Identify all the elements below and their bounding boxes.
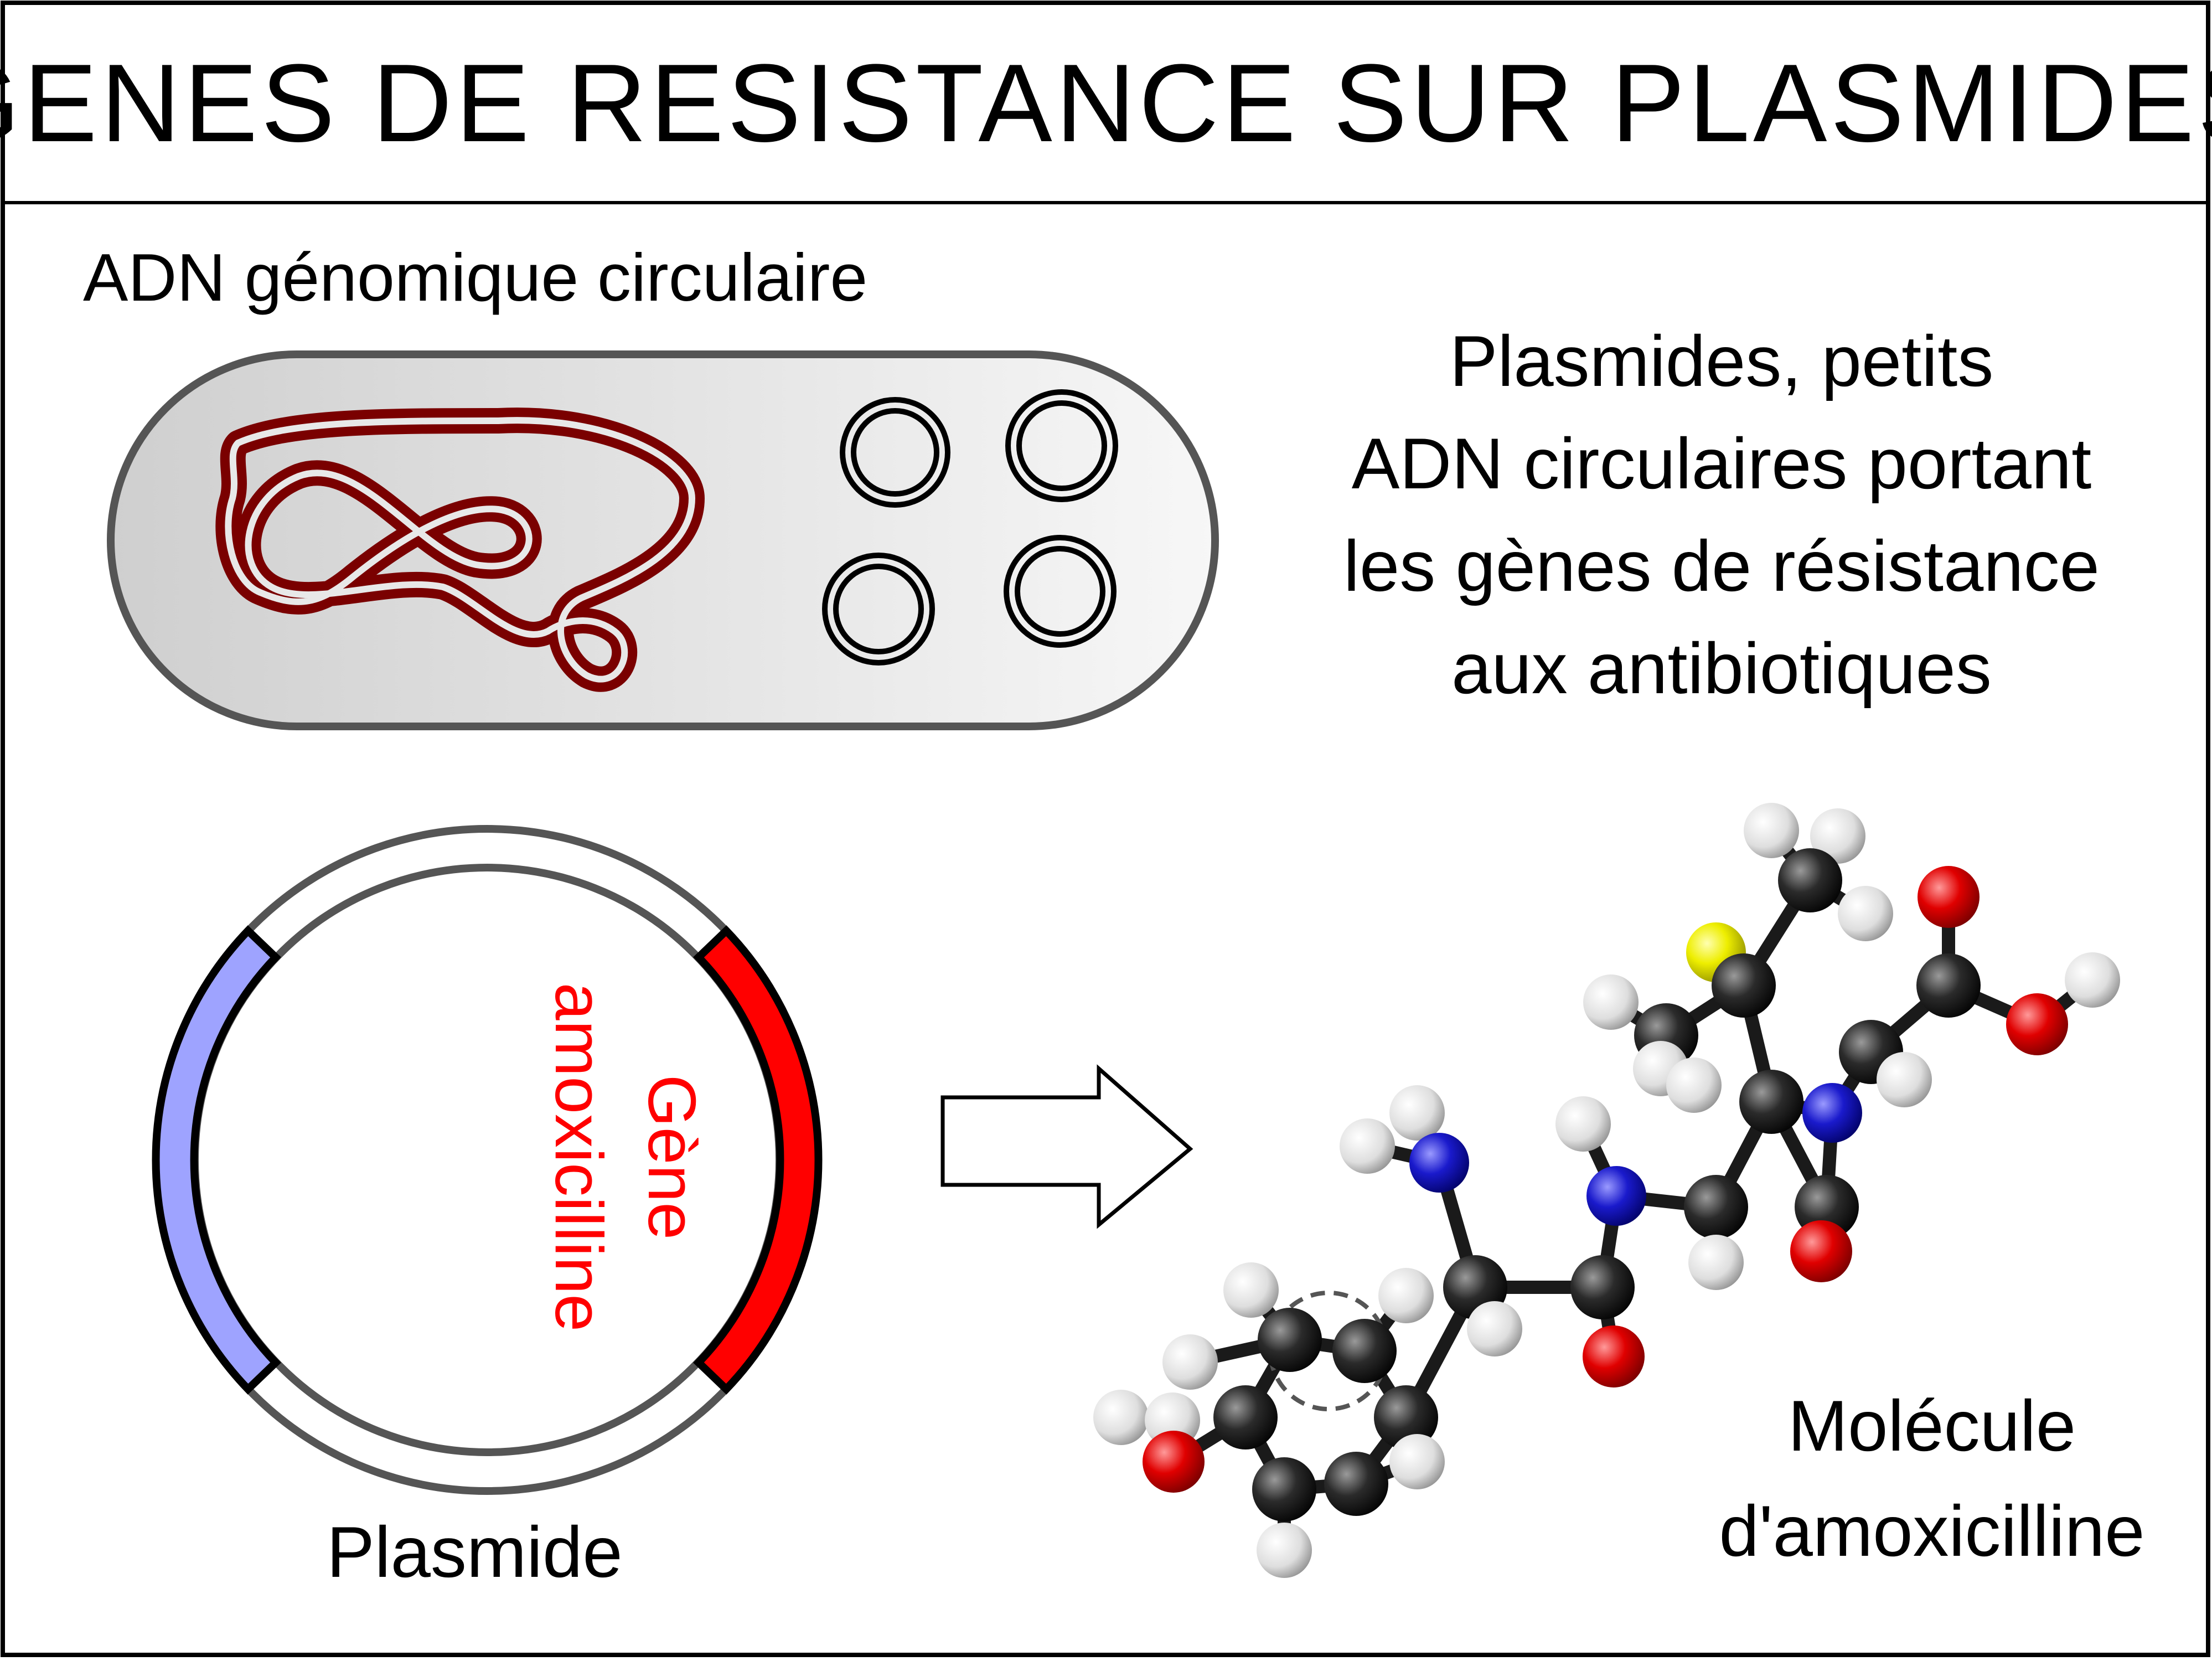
- carbon-atom: [1684, 1175, 1748, 1239]
- oxygen-atom: [1918, 866, 1980, 928]
- molecule-label-line: d'amoxicilline: [1719, 1490, 2145, 1571]
- hydrogen-atom: [1555, 1096, 1611, 1152]
- hydrogen-atom: [1810, 808, 1865, 864]
- arrow-icon: [940, 1064, 1193, 1229]
- plasmid-description-line: les gènes de résistance: [1343, 525, 2100, 606]
- amoxicillin-gene-segment: [693, 925, 823, 1395]
- gene-label-line: Gène: [634, 1074, 710, 1240]
- carbon-atom: [1778, 848, 1842, 912]
- other-gene-segment: [152, 925, 281, 1395]
- hydrogen-atom: [1223, 1262, 1279, 1318]
- nitrogen-atom: [1802, 1083, 1862, 1143]
- title-area: GENES DE RESISTANCE SUR PLASMIDES: [0, 6, 2212, 202]
- hydrogen-atom: [1877, 1052, 1932, 1107]
- oxygen-atom: [2006, 993, 2068, 1055]
- plasmid-description-line: aux antibiotiques: [1451, 628, 1992, 709]
- carbon-atom: [1258, 1308, 1322, 1372]
- molecule-label-line: Molécule: [1787, 1385, 2076, 1466]
- small-plasmid: [840, 397, 950, 508]
- hydrogen-atom: [1389, 1434, 1445, 1489]
- small-plasmid: [822, 553, 935, 666]
- hydrogen-atom: [2065, 952, 2120, 1008]
- gene-label-line: amoxicilline: [541, 982, 617, 1332]
- plasmid-description-line: ADN circulaires portant: [1351, 423, 2092, 504]
- small-plasmid: [1005, 389, 1118, 502]
- nitrogen-atom: [1586, 1166, 1646, 1226]
- hydrogen-atom: [1744, 803, 1799, 858]
- carbon-atom: [1374, 1385, 1438, 1449]
- carbon-atom: [1570, 1255, 1635, 1319]
- cell-plasmids: [822, 389, 1118, 666]
- carbon-atom: [1739, 1070, 1803, 1134]
- carbon-atom: [1324, 1452, 1388, 1516]
- hydrogen-atom: [1838, 886, 1893, 941]
- hydrogen-atom: [1389, 1085, 1445, 1141]
- genomic-dna: [215, 407, 705, 692]
- hydrogen-atom: [1583, 974, 1639, 1030]
- carbon-atom: [1332, 1319, 1397, 1383]
- hydrogen-atom: [1467, 1301, 1522, 1356]
- hydrogen-atom: [1162, 1334, 1218, 1390]
- carbon-atom: [1916, 953, 1981, 1018]
- molecule-label: Molécule d'amoxicilline: [1661, 1373, 2203, 1583]
- oxygen-atom: [1790, 1220, 1852, 1282]
- small-plasmid: [1004, 535, 1117, 648]
- nitrogen-atom: [1409, 1133, 1469, 1193]
- oxygen-atom: [1583, 1325, 1645, 1387]
- amoxicillin-molecule: [1093, 803, 2120, 1578]
- carbon-atom: [1712, 953, 1776, 1018]
- plasmid-description-line: Plasmides, petits: [1449, 321, 1994, 401]
- plasmid-label: Plasmide: [327, 1512, 623, 1592]
- plasmid-description: Plasmides, petits ADN circulaires portan…: [1240, 310, 2203, 720]
- hydrogen-atom: [1378, 1268, 1434, 1323]
- hydrogen-atom: [1257, 1523, 1312, 1578]
- hydrogen-atom: [1093, 1390, 1149, 1445]
- hydrogen-atom: [1340, 1118, 1395, 1174]
- carbon-atom: [1252, 1457, 1316, 1521]
- carbon-atom: [1213, 1385, 1278, 1449]
- plasmid-map: [152, 825, 823, 1495]
- hydrogen-atom: [1688, 1235, 1744, 1290]
- oxygen-atom: [1143, 1431, 1205, 1493]
- hydrogen-atom: [1666, 1058, 1722, 1113]
- page-title: GENES DE RESISTANCE SUR PLASMIDES: [0, 42, 2212, 165]
- genome-label: ADN génomique circulaire: [83, 240, 868, 315]
